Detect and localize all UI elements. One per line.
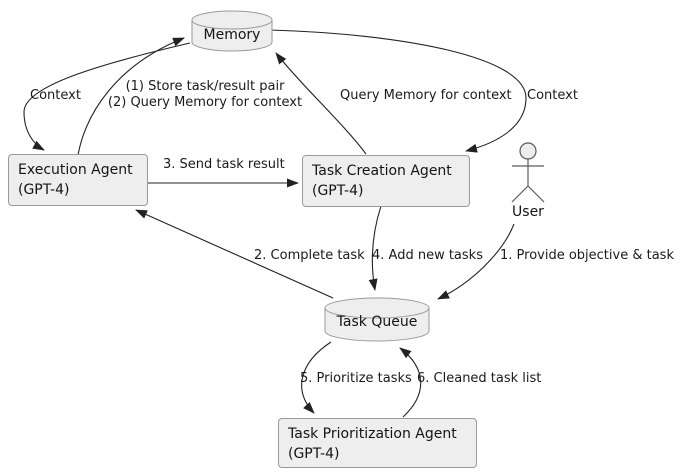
execution-agent-title: Execution Agent	[18, 162, 133, 178]
edge-label-query-memory: Query Memory for context	[340, 88, 512, 103]
memory-cylinder-icon	[191, 10, 273, 52]
edge-execution-to-memory-store-query	[77, 37, 185, 156]
edge-label-send-task-result: 3. Send task result	[163, 157, 285, 172]
edge-task-creation-to-task-queue-add-tasks	[368, 205, 382, 291]
execution-agent-subtitle: (GPT-4)	[18, 182, 70, 198]
edge-prioritization-to-task-queue	[399, 347, 422, 418]
node-task-creation-agent: Task Creation Agent (GPT-4)	[302, 155, 470, 207]
user-actor-icon	[511, 142, 545, 203]
memory-label: Memory	[203, 27, 261, 43]
edge-label-add-new-tasks: 4. Add new tasks	[372, 248, 483, 263]
edge-task-creation-to-memory-query	[275, 52, 367, 155]
task-queue-cylinder-icon	[324, 297, 430, 342]
edge-memory-to-execution-context	[23, 42, 191, 151]
edge-label-prioritize-tasks: 5. Prioritize tasks	[300, 371, 412, 386]
edge-label-cleaned-task-list: 6. Cleaned task list	[417, 371, 542, 386]
user-label: User	[512, 204, 544, 220]
task-creation-agent-title: Task Creation Agent	[312, 163, 452, 179]
edge-memory-to-task-creation-context	[269, 29, 527, 153]
edge-task-queue-to-prioritization	[301, 341, 332, 414]
task-prioritization-agent-subtitle: (GPT-4)	[288, 446, 340, 462]
edge-label-context-right: Context	[527, 88, 578, 103]
node-execution-agent: Execution Agent (GPT-4)	[8, 154, 148, 206]
node-task-prioritization-agent: Task Prioritization Agent (GPT-4)	[278, 418, 477, 468]
edge-task-queue-to-execution-complete-task	[135, 209, 334, 299]
edge-label-provide-objective: 1. Provide objective & task	[500, 248, 674, 263]
edge-user-to-task-queue-provide-objective	[437, 223, 515, 300]
edge-label-complete-task: 2. Complete task	[254, 248, 365, 263]
task-queue-label: Task Queue	[336, 314, 418, 330]
edge-label-store-query: (1) Store task/result pair (2) Query Mem…	[100, 79, 310, 111]
task-creation-agent-subtitle: (GPT-4)	[312, 183, 364, 199]
task-prioritization-agent-title: Task Prioritization Agent	[288, 426, 457, 442]
edge-label-store-query-line2: (2) Query Memory for context	[107, 95, 303, 110]
edge-label-context-left: Context	[30, 88, 81, 103]
edge-label-store-query-line1: (1) Store task/result pair	[125, 79, 285, 94]
